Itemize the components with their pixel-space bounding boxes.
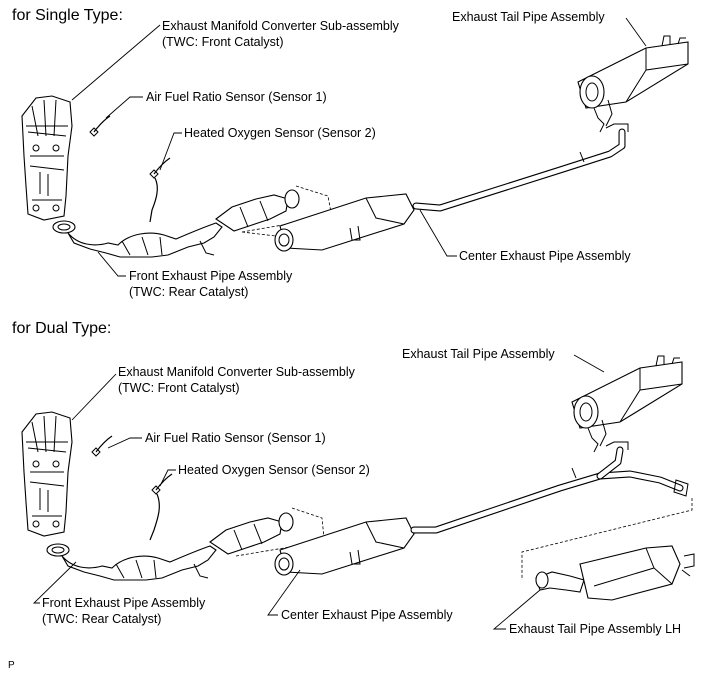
single-label-tail-pipe: Exhaust Tail Pipe Assembly bbox=[452, 10, 605, 24]
single-label-manifold: Exhaust Manifold Converter Sub-assembly bbox=[162, 19, 399, 33]
dual-leader-o2-sensor bbox=[159, 469, 176, 487]
dual-leader-center-pipe bbox=[267, 569, 301, 616]
single-label-center-pipe: Center Exhaust Pipe Assembly bbox=[459, 249, 631, 263]
dual-type-title: for Dual Type: bbox=[12, 320, 112, 337]
dual-label-o2-sensor: Heated Oxygen Sensor (Sensor 2) bbox=[178, 463, 370, 477]
single-tail-pipe bbox=[577, 35, 689, 133]
dual-leader-af-sensor bbox=[107, 437, 142, 449]
single-label-manifold-sub: (TWC: Front Catalyst) bbox=[162, 35, 284, 49]
dual-label-manifold-sub: (TWC: Front Catalyst) bbox=[118, 381, 240, 395]
dual-leader-manifold bbox=[71, 373, 117, 421]
dual-label-af-sensor: Air Fuel Ratio Sensor (Sensor 1) bbox=[145, 431, 326, 445]
single-leader-o2-sensor bbox=[159, 132, 182, 171]
single-o2-sensor bbox=[149, 157, 171, 223]
dual-label-center-pipe: Center Exhaust Pipe Assembly bbox=[281, 608, 453, 622]
dual-label-tail-pipe: Exhaust Tail Pipe Assembly bbox=[402, 347, 555, 361]
dual-leader-tail-pipe-lh bbox=[492, 589, 541, 630]
dual-label-manifold: Exhaust Manifold Converter Sub-assembly bbox=[118, 365, 355, 379]
single-label-af-sensor: Air Fuel Ratio Sensor (Sensor 1) bbox=[146, 90, 327, 104]
single-label-o2-sensor: Heated Oxygen Sensor (Sensor 2) bbox=[184, 126, 376, 140]
single-leader-center-pipe bbox=[419, 209, 457, 257]
dual-label-front-pipe-sub: (TWC: Rear Catalyst) bbox=[42, 612, 162, 626]
single-manifold-converter bbox=[21, 95, 73, 221]
single-label-front-pipe: Front Exhaust Pipe Assembly bbox=[129, 269, 293, 283]
single-leader-af-sensor bbox=[105, 96, 143, 119]
single-label-front-pipe-sub: (TWC: Rear Catalyst) bbox=[129, 285, 249, 299]
single-leader-tail-pipe bbox=[625, 17, 647, 47]
dual-tail-pipe-lh bbox=[535, 545, 695, 601]
dual-leader-front-pipe bbox=[32, 561, 77, 604]
dual-label-tail-pipe-lh: Exhaust Tail Pipe Assembly LH bbox=[509, 622, 682, 636]
single-af-sensor bbox=[89, 115, 111, 137]
dual-manifold-converter bbox=[21, 411, 73, 537]
single-dashed-connection bbox=[241, 185, 333, 237]
footer-code: P bbox=[8, 660, 15, 671]
single-leader-manifold bbox=[71, 24, 161, 101]
single-center-exhaust-pipe bbox=[274, 123, 629, 252]
dual-center-exhaust-pipe bbox=[274, 441, 689, 576]
single-front-exhaust-pipe bbox=[52, 189, 300, 258]
dual-front-exhaust-pipe bbox=[46, 512, 294, 581]
single-leader-front-pipe bbox=[97, 251, 126, 277]
dual-tail-pipe bbox=[571, 355, 683, 453]
dual-o2-sensor bbox=[149, 473, 173, 541]
single-type-title: for Single Type: bbox=[12, 7, 123, 24]
dual-af-sensor bbox=[91, 435, 113, 457]
dual-label-front-pipe: Front Exhaust Pipe Assembly bbox=[42, 596, 206, 610]
dual-leader-tail-pipe bbox=[573, 354, 605, 373]
